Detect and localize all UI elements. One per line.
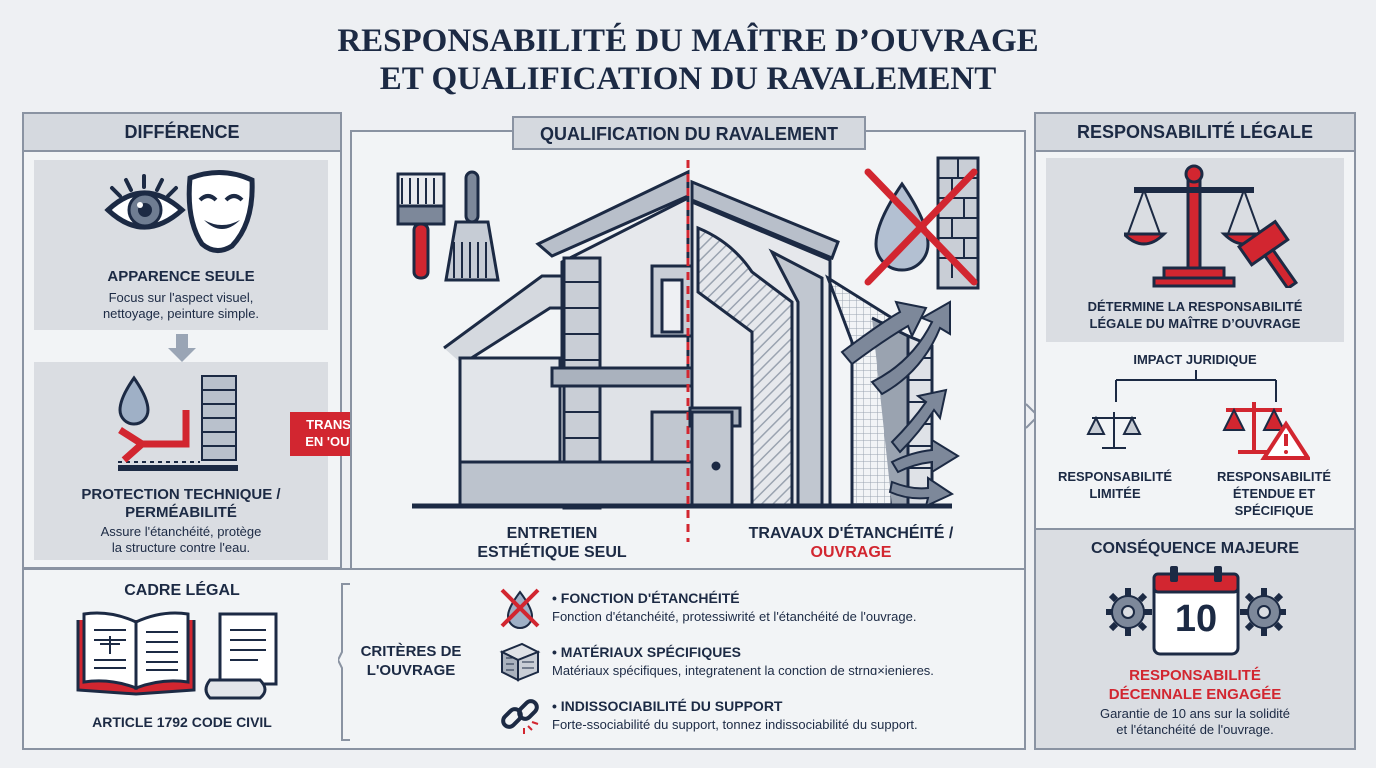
left-label: ENTRETIEN ESTHÉTIQUE SEUL xyxy=(412,524,692,562)
decennale-title-2: DÉCENNALE ENGAGÉE xyxy=(1108,686,1282,703)
consequence-header: CONSÉQUENCE MAJEURE xyxy=(1090,540,1300,557)
protection-card: PROTECTION TECHNIQUE / PERMÉABILITÉ Assu… xyxy=(34,362,328,560)
crossed-drop-icon xyxy=(500,588,540,629)
appearance-desc-2: nettoyage, peinture simple. xyxy=(102,306,260,321)
criteria-item-1-desc: Fonction d'étanchéité, protessiwrité et … xyxy=(552,609,917,624)
criteria-item-2-desc: Matériaux spécifiques, integratenent la … xyxy=(552,663,934,678)
determine-text: DÉTERMINE LA RESPONSABILITÉ LÉGALE DU MA… xyxy=(1046,298,1344,332)
qualification-panel: QUALIFICATION DU RAVALEMENT ENTRETIEN ES… xyxy=(350,116,1026,570)
determine-text-1: DÉTERMINE LA RESPONSABILITÉ xyxy=(1087,299,1303,314)
decennale-desc-2: et l'étanchéité de l'ouvrage. xyxy=(1116,722,1274,737)
eye-mask-icon xyxy=(104,169,255,253)
extended-label-2: ÉTENDUE ET xyxy=(1232,486,1316,501)
appearance-card: APPARENCE SEULE Focus sur l'aspect visue… xyxy=(34,160,328,330)
left-label-2: ESTHÉTIQUE SEUL xyxy=(477,544,627,561)
water-protection-icon xyxy=(118,375,238,471)
criteria-label-2: L'OUVRAGE xyxy=(366,662,456,679)
extended-label: RESPONSABILITÉ ÉTENDUE ET SPÉCIFIQUE xyxy=(1194,468,1354,519)
article-label: ARTICLE 1792 CODE CIVIL xyxy=(92,714,272,730)
paint-brush-icon xyxy=(396,170,500,282)
criteria-item-3-title: • INDISSOCIABILITÉ DU SUPPORT xyxy=(552,698,783,714)
qualification-header: QUALIFICATION DU RAVALEMENT xyxy=(512,116,866,150)
page-title: RESPONSABILITÉ DU MAÎTRE D’OUVRAGE ET QU… xyxy=(0,22,1376,98)
appearance-title: APPARENCE SEULE xyxy=(107,268,255,285)
protection-desc-1: Assure l'étanchéité, protège xyxy=(100,524,262,539)
cadre-header: CADRE LÉGAL xyxy=(124,582,240,599)
criteria-item-3-desc: Forte-ssociabilité du support, tonnez in… xyxy=(552,717,918,732)
limited-label-1: RESPONSABILITÉ xyxy=(1057,469,1173,484)
criteria-item-2-title: • MATÉRIAUX SPÉCIFIQUES xyxy=(552,644,741,660)
scale-warning-icon xyxy=(1222,402,1310,460)
criteria-label: CRITÈRES DE L'OUVRAGE xyxy=(356,642,466,680)
down-arrow-icon xyxy=(168,334,196,362)
bottom-divider xyxy=(22,568,1026,570)
page-title-line-2: ET QUALIFICATION DU RAVALEMENT xyxy=(379,61,997,97)
legal-scale-card: DÉTERMINE LA RESPONSABILITÉ LÉGALE DU MA… xyxy=(1046,158,1344,342)
difference-panel: DIFFÉRENCE APPARENCE SEULE Focus sur l'a… xyxy=(22,112,342,569)
no-water-icon xyxy=(864,156,980,290)
limited-label: RESPONSABILITÉ LIMITÉE xyxy=(1036,468,1194,502)
legal-panel: RESPONSABILITÉ LÉGALE DÉTERMINE LA RESPO… xyxy=(1034,112,1356,530)
protection-desc-2: la structure contre l'eau. xyxy=(111,540,251,555)
page-title-line-1: RESPONSABILITÉ DU MAÎTRE D’OUVRAGE xyxy=(337,23,1039,59)
impact-title: IMPACT JURIDIQUE xyxy=(1133,352,1257,367)
extended-label-1: RESPONSABILITÉ xyxy=(1216,469,1332,484)
consequence-panel: CONSÉQUENCE MAJEURE 10 RESPONSABILITÉ DÉ… xyxy=(1034,528,1356,750)
law-book-icon xyxy=(76,611,278,700)
calendar-number: 10 xyxy=(1174,598,1218,640)
decennale-desc: Garantie de 10 ans sur la solidité et l'… xyxy=(1036,706,1354,738)
impact-branches xyxy=(1115,370,1277,402)
scale-limited-icon xyxy=(1086,412,1142,449)
legal-header: RESPONSABILITÉ LÉGALE xyxy=(1036,114,1354,152)
decennale-title-1: RESPONSABILITÉ xyxy=(1129,667,1261,684)
chain-link-icon xyxy=(501,699,539,734)
decennale-title: RESPONSABILITÉ DÉCENNALE ENGAGÉE xyxy=(1036,666,1354,704)
determine-text-2: LÉGALE DU MAÎTRE D’OUVRAGE xyxy=(1089,316,1301,331)
calendar-gears-icon xyxy=(1106,566,1286,656)
moisture-arrows-icon xyxy=(840,300,960,508)
protection-title-1: PROTECTION TECHNIQUE / xyxy=(81,486,281,503)
protection-title-2: PERMÉABILITÉ xyxy=(125,504,237,521)
scales-gavel-icon xyxy=(1124,164,1299,288)
criteria-bracket xyxy=(338,583,350,741)
material-cube-icon xyxy=(499,642,541,682)
extended-label-3: SPÉCIFIQUE xyxy=(1234,503,1314,518)
right-label-2: OUVRAGE xyxy=(810,544,892,561)
house-clean xyxy=(412,169,702,510)
criteria-item-3: • INDISSOCIABILITÉ DU SUPPORT Forte-ssoc… xyxy=(552,698,1012,732)
facade-illustration xyxy=(396,156,980,542)
appearance-desc-1: Focus sur l'aspect visuel, xyxy=(108,290,254,305)
decennale-desc-1: Garantie de 10 ans sur la solidité xyxy=(1099,706,1291,721)
difference-header: DIFFÉRENCE xyxy=(24,114,340,152)
right-label: TRAVAUX D'ÉTANCHÉITÉ / OUVRAGE xyxy=(706,524,996,562)
left-label-1: ENTRETIEN xyxy=(506,525,598,542)
limited-label-2: LIMITÉE xyxy=(1089,486,1141,501)
criteria-label-1: CRITÈRES DE xyxy=(360,643,462,660)
criteria-item-1-title: • FONCTION D'ÉTANCHÉITÉ xyxy=(552,590,740,606)
criteria-item-1: • FONCTION D'ÉTANCHÉITÉ Fonction d'étanc… xyxy=(552,590,1012,624)
right-label-1: TRAVAUX D'ÉTANCHÉITÉ / xyxy=(748,525,954,542)
criteria-item-2: • MATÉRIAUX SPÉCIFIQUES Matériaux spécif… xyxy=(552,644,1012,678)
